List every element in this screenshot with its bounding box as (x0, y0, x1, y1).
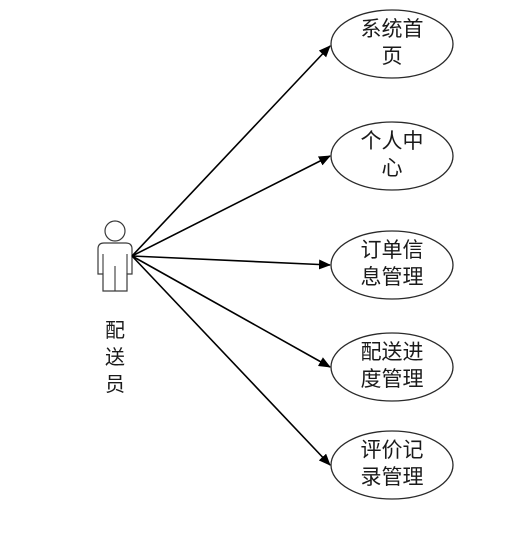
association-arrow-2 (131, 155, 331, 257)
association-arrow-4 (131, 255, 331, 368)
actor-figure (97, 220, 133, 292)
use-case-label-line-2: 页 (382, 44, 403, 68)
use-case-label-line-1: 系统首 (361, 17, 424, 41)
association-arrow-5 (131, 255, 331, 466)
use-case-ellipse (330, 121, 454, 191)
use-case-label-line-1: 订单信 (361, 238, 424, 262)
actor-head (104, 220, 126, 242)
use-case-label-line-2: 心 (382, 156, 403, 180)
actor-label-char-2: 送 (105, 345, 125, 369)
use-case-ellipse (330, 230, 454, 300)
association-arrow-1 (131, 45, 331, 257)
use-case-label-line-1: 个人中 (361, 129, 424, 153)
use-case-ellipse (330, 430, 454, 500)
use-case-ellipse (330, 9, 454, 79)
use-case-ellipse (330, 332, 454, 402)
use-case-5: 评价记 录管理 (330, 430, 454, 500)
use-case-label-line-2: 度管理 (361, 367, 424, 391)
use-case-1: 系统首 页 (330, 9, 454, 79)
use-case-label-line-2: 录管理 (361, 465, 424, 489)
actor-body (97, 242, 133, 292)
use-case-2: 个人中 心 (330, 121, 454, 191)
use-case-label-line-1: 配送进 (361, 340, 424, 364)
use-case-label-line-2: 息管理 (361, 265, 424, 289)
actor-label-char-1: 配 (105, 318, 125, 342)
use-case-label-line-1: 评价记 (361, 438, 424, 462)
use-case-3: 订单信 息管理 (330, 230, 454, 300)
association-arrow-3 (131, 255, 331, 270)
use-case-4: 配送进 度管理 (330, 332, 454, 402)
actor-label-char-3: 员 (105, 372, 125, 396)
